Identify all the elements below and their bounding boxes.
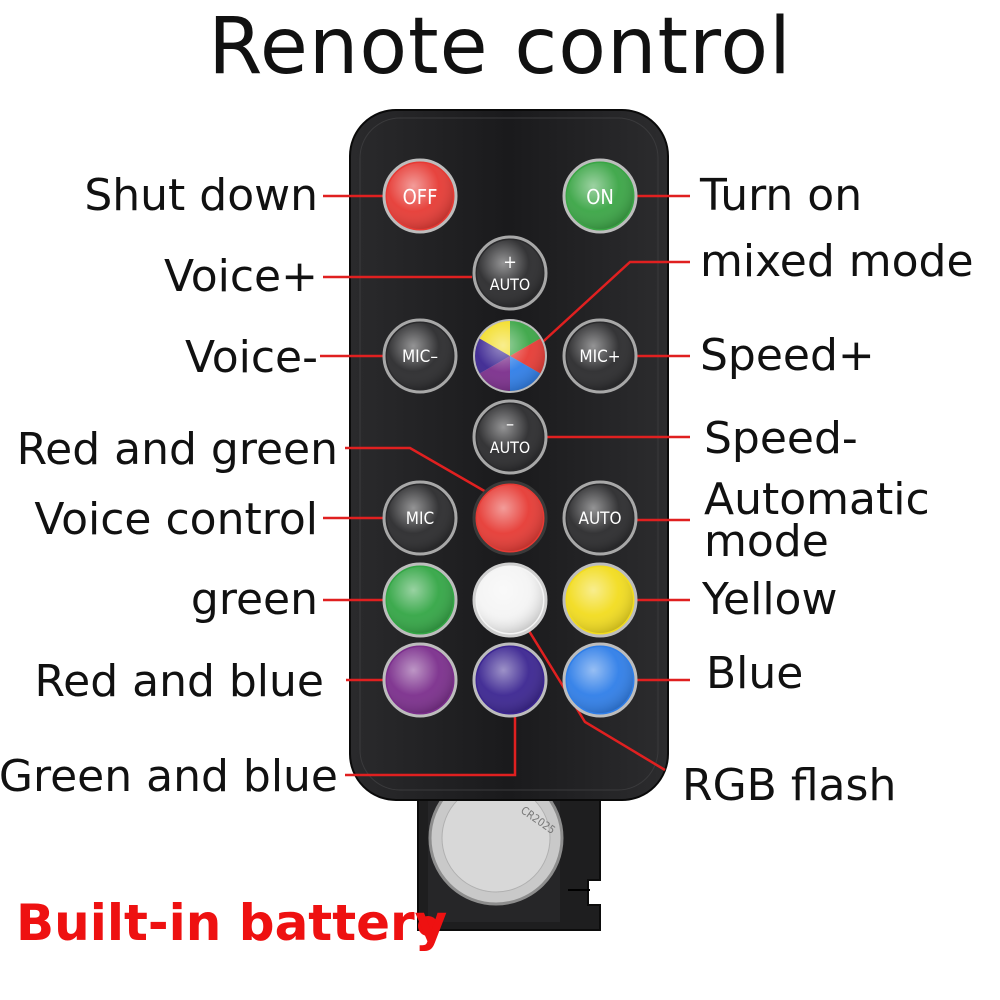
label-automatic-mode: mode bbox=[704, 516, 829, 567]
auto-minus-button[interactable]: – AUTO bbox=[472, 399, 548, 475]
label-blue: Blue bbox=[706, 648, 804, 699]
red-blue-button[interactable] bbox=[382, 642, 458, 718]
rgb-flash-button[interactable] bbox=[472, 562, 548, 638]
label-voice-control: Voice control bbox=[34, 494, 318, 545]
label-rgb-flash: RGB flash bbox=[682, 760, 897, 811]
label-turn-on: Turn on bbox=[700, 170, 863, 221]
red-green-button[interactable] bbox=[472, 480, 548, 556]
label-shut-down: Shut down bbox=[84, 170, 318, 221]
auto-minus-label: AUTO bbox=[490, 438, 531, 457]
mixed-mode-button[interactable] bbox=[473, 319, 547, 393]
label-automatic: Automatic bbox=[704, 474, 930, 525]
off-button-label: OFF bbox=[403, 185, 438, 209]
label-yellow: Yellow bbox=[702, 574, 838, 625]
label-mixed-mode: mixed mode bbox=[700, 236, 974, 287]
label-built-in-battery: Built-in battery bbox=[16, 894, 448, 952]
label-red-and-green: Red and green bbox=[16, 424, 338, 475]
label-speed-plus: Speed+ bbox=[700, 330, 875, 381]
mic-minus-button[interactable]: MIC– bbox=[382, 318, 458, 394]
battery-marker-dot bbox=[418, 916, 438, 936]
label-speed-minus: Speed- bbox=[704, 413, 858, 464]
mic-button[interactable]: MIC bbox=[382, 480, 458, 556]
auto-plus-sign: + bbox=[503, 252, 517, 273]
on-button[interactable]: ON bbox=[562, 158, 638, 234]
label-green-and-blue: Green and blue bbox=[0, 751, 338, 802]
off-button[interactable]: OFF bbox=[382, 158, 458, 234]
mic-plus-button[interactable]: MIC+ bbox=[562, 318, 638, 394]
auto-plus-button[interactable]: + AUTO bbox=[472, 235, 548, 311]
on-button-label: ON bbox=[586, 185, 614, 209]
green-blue-button[interactable] bbox=[472, 642, 548, 718]
coin-battery: CR2025 bbox=[428, 770, 564, 906]
auto-label: AUTO bbox=[578, 509, 621, 529]
label-red-and-blue: Red and blue bbox=[34, 656, 324, 707]
green-button[interactable] bbox=[382, 562, 458, 638]
label-voice-minus: Voice- bbox=[185, 332, 318, 383]
mic-label: MIC bbox=[406, 509, 434, 529]
label-green: green bbox=[190, 574, 318, 625]
label-voice-plus: Voice+ bbox=[164, 251, 318, 302]
mic-minus-label: MIC– bbox=[402, 347, 438, 367]
auto-button[interactable]: AUTO bbox=[562, 480, 638, 556]
mic-plus-label: MIC+ bbox=[579, 347, 620, 367]
blue-button[interactable] bbox=[562, 642, 638, 718]
yellow-button[interactable] bbox=[562, 562, 638, 638]
auto-plus-label: AUTO bbox=[490, 275, 531, 294]
page-title: Renote control bbox=[208, 2, 792, 92]
auto-minus-sign: – bbox=[506, 414, 514, 435]
